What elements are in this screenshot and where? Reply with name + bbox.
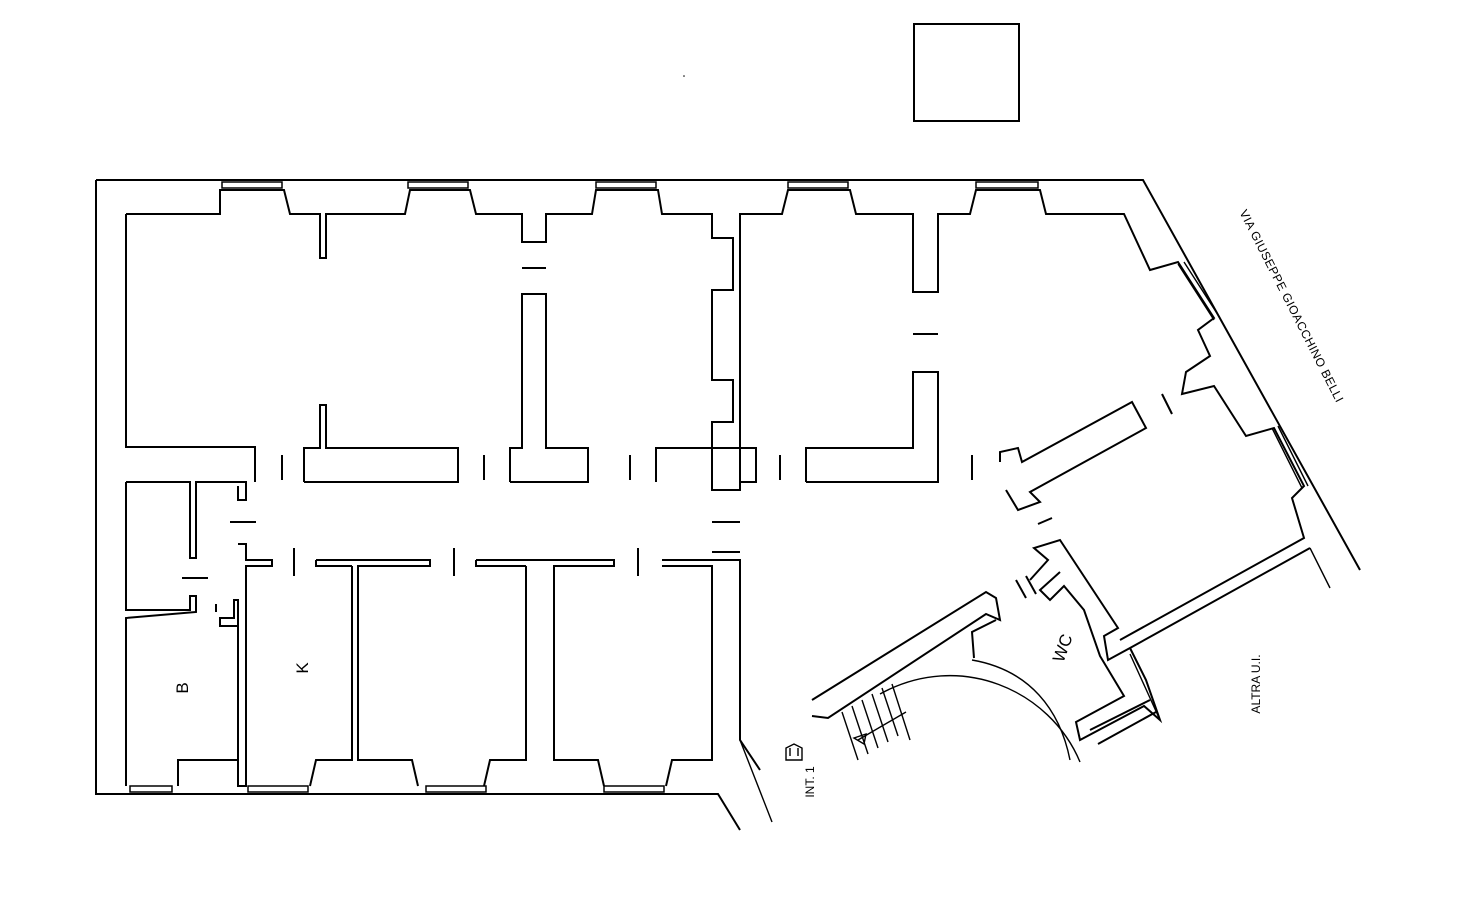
speck: [683, 75, 685, 77]
bottom-windows: [129, 785, 665, 793]
corridor-upper-walls: [281, 267, 973, 491]
street-name-label: VIA GIUSEPPE GIOACCHINO BELLI: [1237, 207, 1347, 405]
room-label-wc: WC: [1049, 632, 1077, 665]
outer-wall: [95, 179, 1361, 831]
service-area-walls: [125, 481, 273, 787]
detached-square: [913, 23, 1020, 122]
room-label-kitchen: K: [293, 662, 312, 674]
room-label-bathroom: B: [173, 682, 192, 693]
entrance-label: INT. 1: [803, 766, 817, 798]
bottom-room-walls: [293, 521, 761, 787]
street-windows: [1177, 261, 1309, 489]
other-unit-label: ALTRA U.I.: [1249, 654, 1263, 713]
right-wing-walls: [739, 393, 1331, 823]
stairs: [841, 683, 911, 761]
top-windows: [221, 181, 1039, 189]
entrance-icon: [785, 743, 803, 761]
